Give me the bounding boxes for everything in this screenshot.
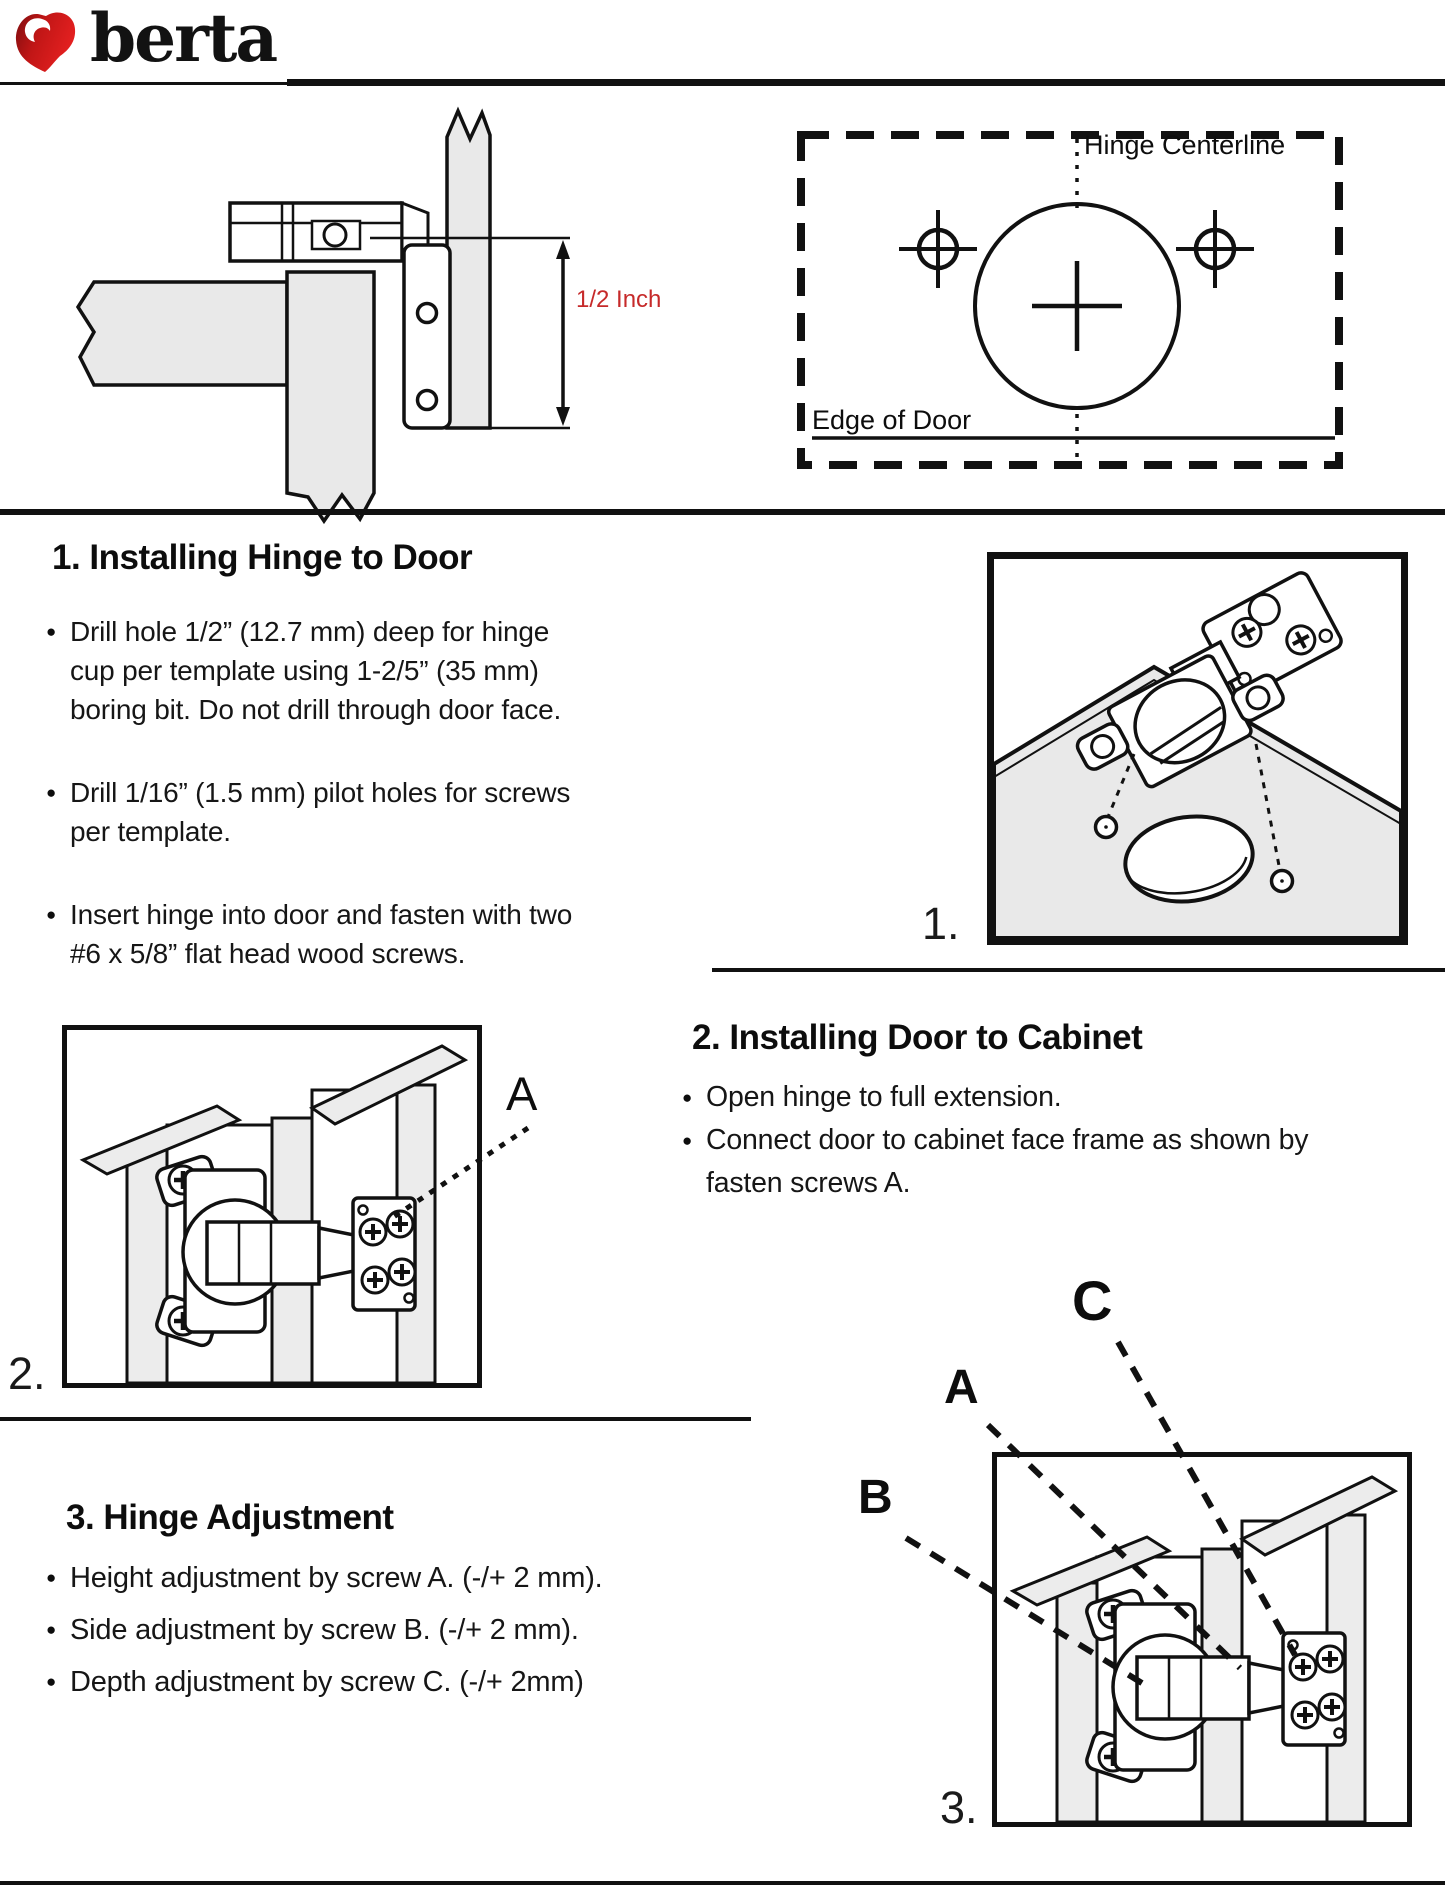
section3-title: 3. Hinge Adjustment [66, 1498, 394, 1537]
figure3-callout-b: B [858, 1471, 893, 1524]
arrow-a [985, 1422, 1243, 1671]
plate-screw [1290, 1700, 1320, 1730]
divider-2 [712, 968, 1445, 972]
list-item: ● Insert hinge into door and fasten with… [46, 895, 686, 973]
figure1-box [987, 552, 1408, 945]
figure2-box [62, 1025, 482, 1388]
header-rule-left [0, 82, 287, 85]
list-item: ● Open hinge to full extension. [682, 1076, 1422, 1119]
pilot-hole-right [1176, 210, 1254, 288]
list-item: ● Drill 1/16” (1.5 mm) pilot holes for s… [46, 773, 686, 851]
bullet-text: Height adjustment by screw A. (-/+ 2 mm)… [70, 1562, 603, 1594]
figure2-drawing [79, 1044, 469, 1383]
figure3-callout-c: C [1072, 1269, 1113, 1332]
figure2-callout-a: A [506, 1067, 538, 1120]
door-board [285, 270, 376, 525]
section2-title: 2. Installing Door to Cabinet [692, 1018, 1143, 1057]
cabinet-side-board [445, 106, 492, 430]
plate-screw [1288, 1652, 1318, 1682]
bullet-text: Connect door to cabinet face frame as sh… [706, 1124, 1309, 1199]
plate-screw [1317, 1692, 1347, 1722]
bullet-icon: ● [682, 1088, 693, 1107]
figure2-label: 2. [8, 1348, 46, 1399]
hinge-arm [1135, 1655, 1251, 1721]
header-rule-right [287, 79, 1445, 86]
figure3-callout-a: A [944, 1361, 979, 1414]
figure1-drawing [994, 571, 1401, 938]
divider-3 [0, 1417, 751, 1421]
figure3-drawing [1009, 1475, 1399, 1822]
hinge-assembly [1075, 571, 1343, 789]
pilot-hole-left [899, 210, 977, 288]
bullet-icon: ● [46, 1620, 57, 1639]
section1-bullets: ● Drill hole 1/2” (12.7 mm) deep for hin… [46, 612, 686, 973]
divider-4 [0, 1881, 1445, 1885]
list-item: ● Connect door to cabinet face frame as … [682, 1119, 1422, 1205]
bullet-text: Open hinge to full extension. [706, 1081, 1062, 1113]
bullet-text: Drill hole 1/2” (12.7 mm) deep for hinge… [70, 616, 562, 725]
door-top-edge [309, 1044, 469, 1126]
plate-screw [385, 1209, 415, 1239]
bullet-icon: ● [46, 622, 57, 641]
drill-template-diagram: Hinge Centerline Edge of Door [795, 126, 1355, 478]
door-top-edge [1239, 1475, 1399, 1557]
brand-name: berta [90, 0, 278, 77]
plate-screw [360, 1265, 390, 1295]
list-item: ● Side adjustment by screw B. (-/+ 2 mm)… [46, 1604, 706, 1656]
section3-bullets: ● Height adjustment by screw A. (-/+ 2 m… [46, 1552, 706, 1708]
list-item: ● Height adjustment by screw A. (-/+ 2 m… [46, 1552, 706, 1604]
bored-hole [1123, 814, 1255, 904]
frame-top-rail [79, 1104, 243, 1176]
divider-1 [0, 509, 1445, 515]
bullet-text: Insert hinge into door and fasten with t… [70, 899, 573, 969]
bullet-icon: ● [46, 905, 57, 924]
berta-logo-icon [12, 6, 82, 78]
list-item: ● Depth adjustment by screw C. (-/+ 2mm) [46, 1656, 706, 1708]
bullet-text: Side adjustment by screw B. (-/+ 2 mm). [70, 1614, 579, 1646]
hinge-arm [205, 1220, 321, 1286]
bullet-text: Depth adjustment by screw C. (-/+ 2mm) [70, 1666, 584, 1698]
half-inch-label: 1/2 Inch [576, 286, 661, 313]
figure2-callout-arrow [370, 1060, 560, 1230]
hinge-arm-section [228, 201, 404, 263]
cup-hole-circle [973, 202, 1181, 410]
template-dashed-border [797, 131, 1343, 469]
figure3-label: 3. [940, 1782, 978, 1833]
arrow-b [904, 1535, 1152, 1691]
hinge-centerline-label: Hinge Centerline [1084, 130, 1285, 160]
plate-screw [1315, 1644, 1345, 1674]
section2-bullets: ● Open hinge to full extension. ● Connec… [682, 1076, 1422, 1205]
figure3-box [992, 1452, 1412, 1827]
bullet-icon: ● [46, 1672, 57, 1691]
figure1-label: 1. [922, 898, 960, 949]
arrow-c [1115, 1340, 1298, 1657]
plate-screw [387, 1257, 417, 1287]
face-frame-board [75, 280, 289, 387]
bullet-icon: ● [46, 1568, 57, 1587]
list-item: ● Drill hole 1/2” (12.7 mm) deep for hin… [46, 612, 686, 729]
plate-screw [358, 1217, 388, 1247]
figure3-callout-arrows [830, 1280, 1430, 1710]
frame-top-rail [1009, 1535, 1173, 1607]
cross-section-diagram: 1/2 Inch [30, 95, 680, 525]
bullet-icon: ● [682, 1131, 693, 1150]
bullet-icon: ● [46, 783, 57, 802]
projection-dashed-right [1254, 743, 1282, 872]
projection-dashed-left [1106, 753, 1136, 818]
section1-title: 1. Installing Hinge to Door [52, 538, 473, 577]
edge-of-door-label: Edge of Door [812, 405, 971, 435]
bullet-text: Drill 1/16” (1.5 mm) pilot holes for scr… [70, 777, 571, 847]
